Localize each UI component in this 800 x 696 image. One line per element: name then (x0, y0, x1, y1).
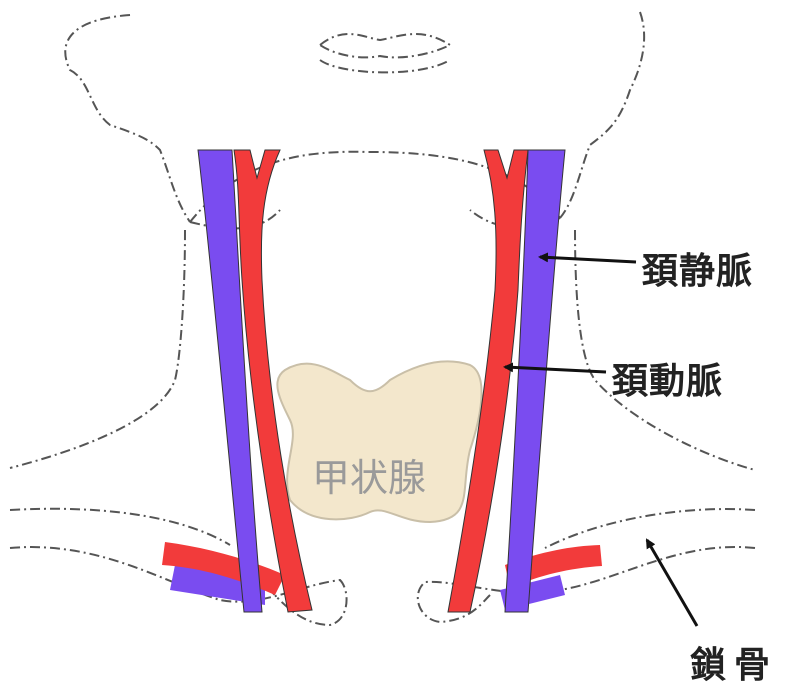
jugular-vein-label: 頚静脈 (642, 251, 754, 292)
carotid-artery-label: 頚動脈 (612, 361, 724, 402)
left-jugular-vein (197, 149, 263, 613)
carotid-artery-arrow (503, 362, 607, 374)
body-outline (9, 11, 756, 627)
left-subclavian-vein (170, 565, 265, 605)
clavicle-label: 鎖骨 (690, 645, 779, 686)
thyroid-gland (276, 360, 483, 524)
clavicle-arrow (645, 538, 699, 627)
jugular-vein-arrow (538, 252, 637, 264)
left-vessels (162, 149, 313, 613)
left-carotid-artery (233, 149, 313, 613)
right-carotid-artery (447, 149, 529, 613)
thyroid-label: 甲状腺 (312, 456, 427, 500)
